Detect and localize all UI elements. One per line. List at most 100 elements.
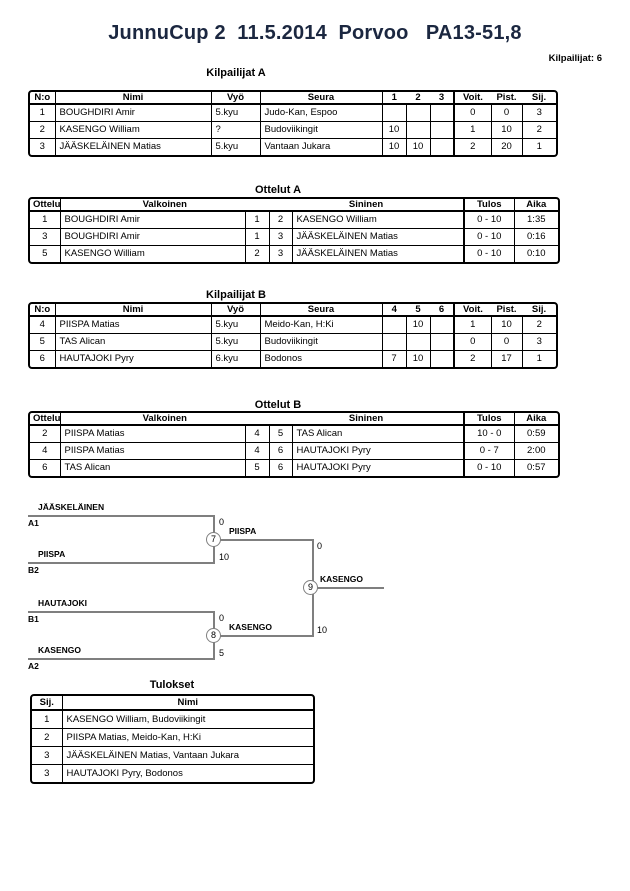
header-row: N:o Nimi Vyö Seura 1 2 3 Voit. Pist. Sij…	[30, 92, 556, 105]
cell-score-5	[405, 332, 431, 351]
cell-score-3	[429, 120, 455, 139]
cell-score-4	[381, 315, 407, 334]
cell-white-name: PIISPA Matias	[59, 441, 246, 460]
col-header-time: Aika	[514, 199, 559, 212]
cell-blue-no: 5	[268, 424, 293, 443]
cell-score-4	[381, 332, 407, 351]
cell-result: 10 - 0	[463, 424, 515, 443]
table-row: 4 PIISPA Matias 4 6 HAUTAJOKI Pyry 0 - 7…	[30, 441, 559, 460]
cell-blue-name: JÄÄSKELÄINEN Matias	[291, 227, 465, 246]
cell-white-no: 1	[244, 210, 270, 229]
cell-name: TAS Alican	[54, 332, 212, 351]
bracket-line	[213, 539, 314, 541]
cell-name: PIISPA Matias	[54, 315, 212, 334]
cell-blue-no: 6	[268, 441, 293, 460]
cell-blue-no: 2	[268, 210, 293, 229]
pool-b-heading: Kilpailijat B	[206, 289, 266, 301]
cell-score-5: 10	[405, 315, 431, 334]
col-header-points: Pist.	[491, 304, 522, 317]
cell-score-1: 10	[381, 137, 407, 155]
cell-match-no: 2	[30, 424, 61, 443]
cell-score-6	[429, 332, 455, 351]
results-table: Sij. Nimi 1 KASENGO William, Budoviiking…	[30, 694, 315, 784]
col-header-place: Sij.	[522, 304, 556, 317]
col-header-no: N:o	[30, 92, 56, 105]
cell-score-3	[429, 137, 455, 155]
col-header-no: N:o	[30, 304, 56, 317]
cell-time: 0:10	[513, 244, 559, 262]
col-header-club: Seura	[260, 92, 383, 105]
cell-blue-no: 3	[268, 227, 293, 246]
cell-name: JÄÄSKELÄINEN Matias, Vantaan Jukara	[61, 745, 313, 765]
table-row: 4 PIISPA Matias 5.kyu Meido-Kan, H:Ki 10…	[30, 315, 556, 334]
cell-belt: 5.kyu	[210, 332, 261, 351]
cell-match-no: 4	[30, 441, 61, 460]
table-row: 1 BOUGHDIRI Amir 5.kyu Judo-Kan, Espoo 0…	[30, 103, 556, 122]
cell-name: JÄÄSKELÄINEN Matias	[54, 137, 212, 155]
table-row: 3 HAUTAJOKI Pyry, Bodonos	[32, 763, 313, 782]
col-header-wins: Voit.	[453, 304, 491, 317]
cell-score-2	[405, 103, 431, 122]
cell-blue-name: TAS Alican	[291, 424, 465, 443]
cell-time: 0:57	[513, 458, 559, 476]
col-header-m6: 6	[430, 304, 454, 317]
cell-time: 0:59	[513, 424, 559, 443]
cell-white-name: KASENGO William	[59, 244, 246, 262]
col-header-points: Pist.	[491, 92, 522, 105]
cell-place: 3	[32, 745, 63, 765]
cell-result: 0 - 7	[463, 441, 515, 460]
cell-wins: 1	[453, 315, 492, 334]
cell-club: Meido-Kan, H:Ki	[259, 315, 383, 334]
cell-score-2	[405, 120, 431, 139]
col-header-result: Tulos	[463, 413, 515, 426]
bracket-line	[28, 611, 215, 613]
cell-place: 1	[521, 137, 556, 155]
bracket-winner-name: PIISPA	[229, 526, 257, 536]
cell-wins: 2	[453, 137, 492, 155]
cell-name: KASENGO William, Budoviikingit	[61, 709, 313, 729]
cell-club: Judo-Kan, Espoo	[259, 103, 383, 122]
cell-score-1	[381, 103, 407, 122]
table-row: 6 TAS Alican 5 6 HAUTAJOKI Pyry 0 - 10 0…	[30, 458, 559, 476]
bracket-winner-name: KASENGO	[320, 574, 363, 584]
table-row: 2 PIISPA Matias 4 5 TAS Alican 10 - 0 0:…	[30, 424, 559, 443]
cell-place: 2	[32, 727, 63, 747]
cell-belt: 5.kyu	[210, 315, 261, 334]
matches-a-heading: Ottelut A	[254, 184, 302, 196]
cell-place: 3	[521, 332, 556, 351]
match-number-circle: 8	[206, 628, 221, 643]
bracket-slot-seed: A2	[28, 661, 39, 671]
cell-white-name: BOUGHDIRI Amir	[59, 210, 246, 229]
cell-white-no: 4	[244, 441, 270, 460]
cell-place: 3	[32, 763, 63, 782]
cell-points: 17	[490, 349, 523, 367]
bracket-slot-name: HAUTAJOKI	[38, 598, 87, 608]
cell-result: 0 - 10	[463, 227, 515, 246]
cell-blue-no: 3	[268, 244, 293, 262]
col-header-match: Ottelu	[30, 199, 61, 212]
col-header-place: Sij.	[522, 92, 556, 105]
cell-club: Budoviikingit	[259, 120, 383, 139]
results-heading: Tulokset	[149, 679, 195, 691]
cell-wins: 1	[453, 120, 492, 139]
col-header-m5: 5	[406, 304, 430, 317]
cell-white-no: 5	[244, 458, 270, 476]
table-row: 6 HAUTAJOKI Pyry 6.kyu Bodonos 7 10 2 17…	[30, 349, 556, 367]
bracket-line	[312, 587, 384, 589]
cell-time: 2:00	[513, 441, 559, 460]
cell-points: 0	[490, 332, 523, 351]
col-header-match: Ottelu	[30, 413, 61, 426]
cell-wins: 0	[453, 103, 492, 122]
cell-club: Bodonos	[259, 349, 383, 367]
bracket-slot-name: JÄÄSKELÄINEN	[38, 502, 105, 512]
cell-name: KASENGO William	[54, 120, 212, 139]
cell-belt: 5.kyu	[210, 103, 261, 122]
match-number-circle: 7	[206, 532, 221, 547]
col-header-white: Valkoinen	[60, 199, 270, 212]
table-row: 5 KASENGO William 2 3 JÄÄSKELÄINEN Matia…	[30, 244, 559, 262]
bracket-score: 5	[219, 648, 225, 658]
cell-belt: 6.kyu	[210, 349, 261, 367]
cell-place: 1	[521, 349, 556, 367]
cell-score-4: 7	[381, 349, 407, 367]
cell-blue-name: JÄÄSKELÄINEN Matias	[291, 244, 465, 262]
